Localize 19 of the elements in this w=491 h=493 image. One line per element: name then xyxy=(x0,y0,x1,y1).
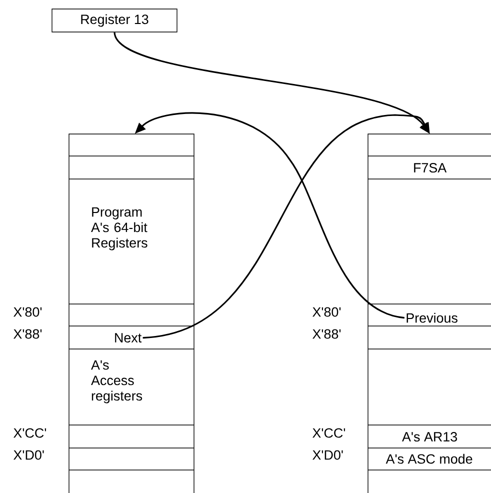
offset-label: X'88' xyxy=(14,329,42,339)
offset-label: X'80' xyxy=(14,307,42,317)
field-label: Program A's 64-bit Registers xyxy=(91,207,148,250)
offset-label: X'CC' xyxy=(312,428,346,438)
register-box: Register 13 xyxy=(52,8,178,32)
offset-label: X'D0' xyxy=(14,450,44,460)
offset-label: X'CC' xyxy=(14,428,46,438)
arrow xyxy=(142,114,430,339)
field-label: A's ASC mode xyxy=(386,454,472,464)
memory-column xyxy=(368,134,491,493)
field-label: A's Access registers xyxy=(91,360,142,404)
field-label: F7SA xyxy=(414,163,447,173)
offset-label: X'80' xyxy=(312,307,341,317)
field-label: Previous xyxy=(406,312,458,323)
offset-label: X'D0' xyxy=(312,450,343,460)
field-label: A's AR13 xyxy=(402,432,458,442)
memory-column xyxy=(68,134,194,493)
field-label: Next xyxy=(115,333,142,342)
offset-label: X'88' xyxy=(312,329,341,339)
